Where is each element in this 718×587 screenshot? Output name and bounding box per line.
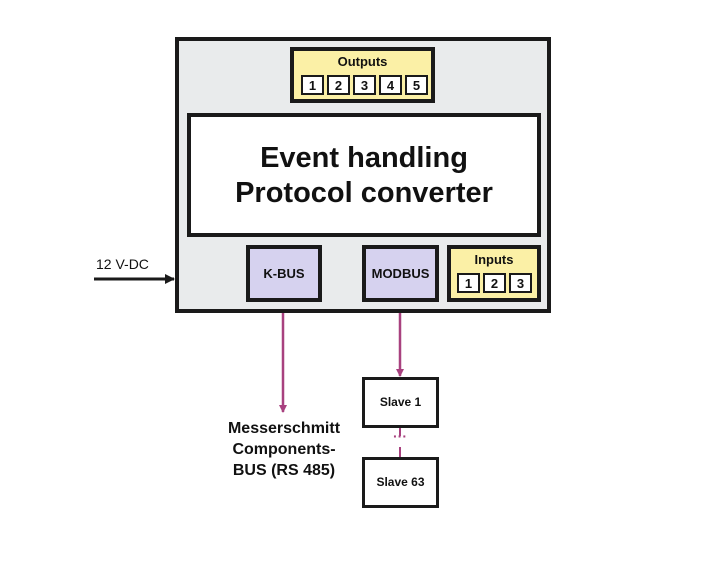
slave-first: Slave 1 xyxy=(362,377,439,428)
slave-last: Slave 63 xyxy=(362,457,439,508)
input-channel: 2 xyxy=(483,273,506,293)
output-channel: 1 xyxy=(301,75,324,95)
output-channel: 5 xyxy=(405,75,428,95)
core-processor-block: Event handling Protocol converter xyxy=(187,113,541,237)
kbus-target-label: Messerschmitt Components- BUS (RS 485) xyxy=(204,418,364,481)
modbus-interface: MODBUS xyxy=(362,245,439,302)
outputs-title: Outputs xyxy=(337,54,388,69)
core-line-1: Event handling xyxy=(260,142,468,174)
outputs-block: Outputs 1 2 3 4 5 xyxy=(290,47,435,103)
core-line-2: Protocol converter xyxy=(235,177,493,209)
output-channel: 3 xyxy=(353,75,376,95)
output-channel: 2 xyxy=(327,75,350,95)
kbus-target-line: Components- xyxy=(232,441,336,458)
inputs-title: Inputs xyxy=(474,252,514,267)
slave-ellipsis: ··· xyxy=(393,428,407,444)
output-channel: 4 xyxy=(379,75,402,95)
kbus-target-line: Messerschmitt xyxy=(227,420,341,437)
kbus-interface: K-BUS xyxy=(246,245,322,302)
inputs-block: Inputs 1 2 3 xyxy=(447,245,541,302)
kbus-target-line: BUS (RS 485) xyxy=(232,462,336,479)
input-channel: 1 xyxy=(457,273,480,293)
input-channel: 3 xyxy=(509,273,532,293)
power-input-label: 12 V-DC xyxy=(96,256,149,272)
